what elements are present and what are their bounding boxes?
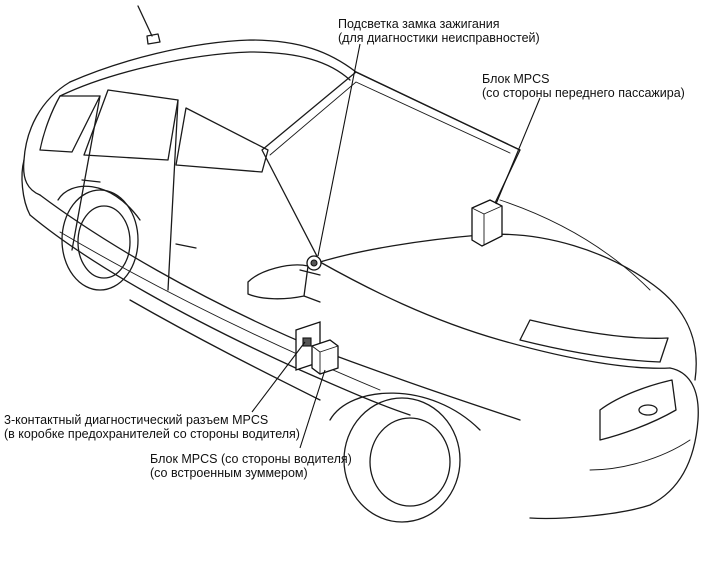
ignition-light-part: [306, 255, 322, 271]
callout-mpcs-driver: Блок MPCS (со стороны водителя) (со встр…: [150, 452, 352, 480]
callout-ignition-light-line1: Подсветка замка зажигания: [338, 17, 500, 31]
callout-mpcs-passenger-line2: (со стороны переднего пассажира): [482, 86, 685, 100]
callout-ignition-light: Подсветка замка зажигания (для диагности…: [338, 17, 540, 45]
mpcs-unit-driver: [311, 339, 339, 375]
rear-wheel: [57, 185, 141, 291]
callout-mpcs-driver-line2: (со встроенным зуммером): [150, 466, 308, 480]
leader-diag-connector: [251, 341, 306, 413]
leader-ignition-light: [317, 43, 361, 257]
antenna: [137, 5, 161, 45]
front-wheel: [329, 392, 481, 523]
callout-diag-connector-line1: 3-контактный диагностический разъем MPCS: [4, 413, 269, 427]
callout-ignition-light-line2: (для диагностики неисправностей): [338, 31, 540, 45]
callout-mpcs-passenger: Блок MPCS (со стороны переднего пассажир…: [482, 72, 685, 100]
leader-mpcs-passenger: [495, 97, 541, 205]
callout-diag-connector-line2: (в коробке предохранителей со стороны во…: [4, 427, 300, 441]
callout-diag-connector: 3-контактный диагностический разъем MPCS…: [4, 413, 300, 441]
callout-mpcs-passenger-line1: Блок MPCS: [482, 72, 550, 86]
leader-mpcs-driver: [299, 369, 326, 449]
mpcs-unit-passenger: [471, 199, 503, 247]
leader-lines: [251, 43, 541, 449]
callout-mpcs-driver-line1: Блок MPCS (со стороны водителя): [150, 452, 352, 466]
side-mirror: [247, 264, 321, 303]
